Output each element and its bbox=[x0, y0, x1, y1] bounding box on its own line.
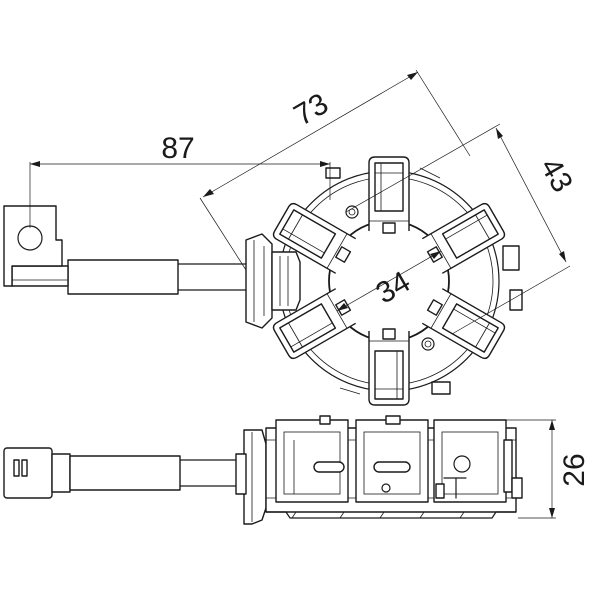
side-body bbox=[265, 415, 523, 519]
dim-43-label: 43 bbox=[534, 153, 579, 198]
side-wire-sleeve bbox=[69, 455, 181, 491]
dim-73-label: 73 bbox=[289, 87, 334, 132]
side-connector bbox=[3, 447, 245, 499]
dim-26: 26 bbox=[506, 419, 591, 519]
dim-26-label: 26 bbox=[558, 453, 591, 486]
side-grommet bbox=[235, 429, 267, 525]
dim-87: 87 bbox=[29, 132, 331, 228]
cable-grommet bbox=[245, 233, 301, 329]
top-view: 87 73 43 34 bbox=[3, 69, 579, 406]
brush-holder-bottom bbox=[368, 328, 410, 406]
plug-connector bbox=[3, 447, 53, 499]
terminal-crimp bbox=[11, 265, 69, 287]
side-pocket-1 bbox=[275, 419, 349, 503]
brush-holder-upper-right bbox=[419, 200, 508, 276]
lead-wire bbox=[3, 205, 247, 295]
brush-holder-top bbox=[368, 156, 410, 234]
dim-87-label: 87 bbox=[161, 132, 194, 165]
mounting-tabs bbox=[325, 167, 523, 395]
ring-terminal bbox=[3, 205, 63, 287]
brush-holder-lower-right bbox=[419, 286, 508, 362]
wire-insulation-sleeve bbox=[67, 259, 179, 295]
dim-34-label: 34 bbox=[371, 265, 416, 310]
dim-34: 34 bbox=[336, 250, 442, 312]
side-view: 26 bbox=[3, 415, 591, 525]
